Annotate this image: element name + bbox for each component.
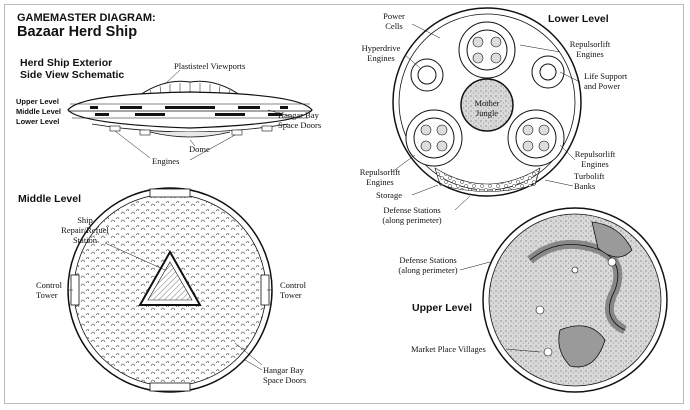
exterior-title-line1: Herd Ship Exterior [20, 57, 113, 69]
exterior-hangar-line1: Hangar Bay [278, 110, 319, 120]
upper-level-label: Upper Level [16, 97, 59, 106]
engines-label: Engines [152, 156, 180, 166]
lower-defense-line1: Defense Stations [383, 205, 441, 215]
repulsor-left-line2: Engines [366, 177, 394, 187]
repulsor-right-line1: Repulsorlift [574, 149, 616, 159]
control-tower-left-line1: Control [36, 280, 62, 290]
upper-level-title: Upper Level [412, 302, 473, 314]
lower-defense-line2: (along perimeter) [382, 215, 442, 225]
turbolift-line2: Banks [574, 181, 596, 191]
lower-level-label: Lower Level [16, 117, 60, 126]
lower-level-disc [391, 7, 582, 211]
repair-station-line3: Station [72, 235, 98, 245]
diagram-kicker: GAMEMASTER DIAGRAM: [17, 12, 156, 24]
diagram-frame [4, 4, 684, 404]
exterior-saucer [67, 69, 313, 161]
middle-hangar-line2: Space Doors [263, 375, 307, 385]
repulsor-left-line1: Repulsorlift [359, 167, 401, 177]
viewports-label: Plastisteel Viewports [174, 61, 246, 71]
hyperdrive-line2: Engines [367, 53, 395, 63]
repair-station-line2: Repair/Refuel [61, 225, 109, 235]
middle-level-label: Middle Level [16, 107, 62, 116]
dome-label: Dome [189, 144, 210, 154]
power-cells-line1: Power [383, 11, 405, 21]
life-support-line1: Life Support [584, 71, 628, 81]
hyperdrive-line1: Hyperdrive [361, 43, 401, 53]
mother-jungle-line2: Jungle [475, 108, 499, 118]
market-villages-label: Market Place Villages [411, 344, 486, 354]
upper-level-disc [459, 207, 668, 393]
upper-defense-line1: Defense Stations [399, 255, 457, 265]
control-tower-right-line1: Control [280, 280, 306, 290]
life-support-line2: and Power [584, 81, 621, 91]
middle-level-title: Middle Level [18, 193, 82, 205]
repulsor-top-line2: Engines [576, 49, 604, 59]
repair-station-line1: Ship [77, 215, 93, 225]
mother-jungle-line1: Mother [474, 98, 500, 108]
repulsor-top-line1: Repulsorlift [569, 39, 611, 49]
control-tower-right-line2: Tower [280, 290, 302, 300]
diagram-title: Bazaar Herd Ship [17, 24, 138, 40]
middle-hangar-line1: Hangar Bay [263, 365, 304, 375]
lower-level-title: Lower Level [548, 13, 609, 25]
power-cells-line2: Cells [385, 21, 403, 31]
turbolift-line1: Turbolift [574, 171, 605, 181]
control-tower-left-line2: Tower [36, 290, 58, 300]
exterior-hangar-line2: Space Doors [278, 120, 322, 130]
exterior-title-line2: Side View Schematic [20, 69, 125, 81]
repulsor-right-line2: Engines [581, 159, 609, 169]
upper-defense-line2: (along perimeter) [398, 265, 458, 275]
storage-label: Storage [376, 190, 402, 200]
middle-level-disc [67, 187, 273, 393]
